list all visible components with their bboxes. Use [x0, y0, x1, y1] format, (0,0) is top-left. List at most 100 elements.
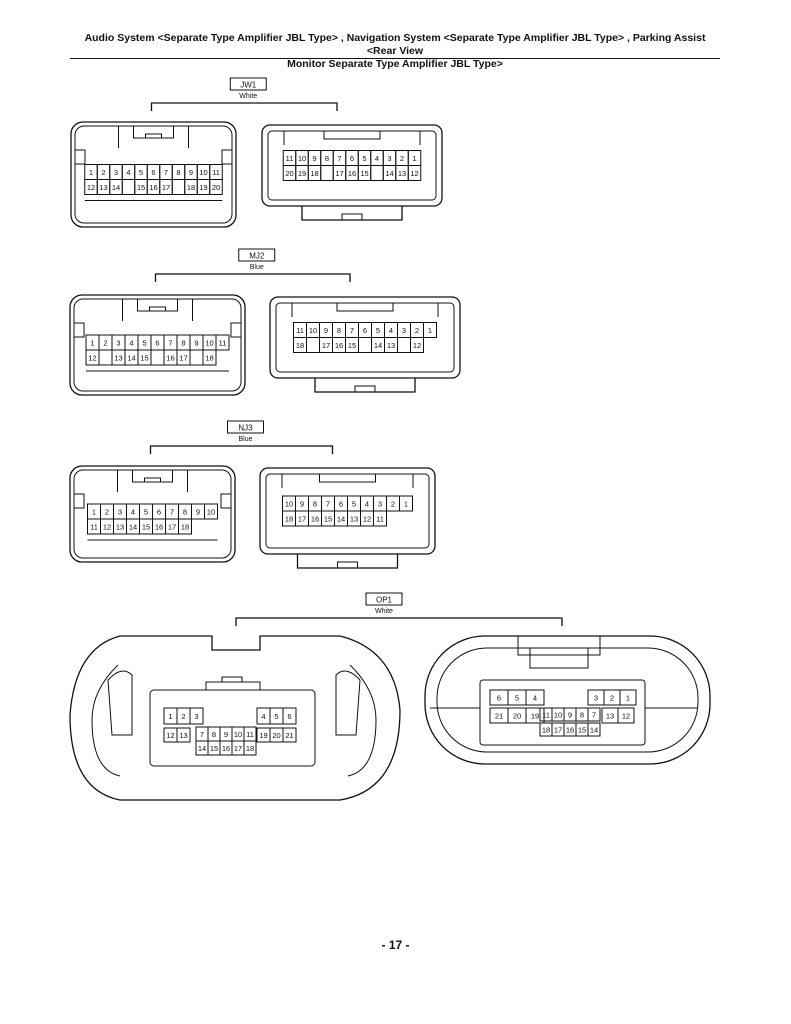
pin-number: 5 [515, 694, 519, 703]
pin-number: 12 [363, 515, 371, 524]
housing-outline [269, 296, 461, 379]
housing-outline [261, 124, 443, 207]
page-number: - 17 - [381, 938, 410, 952]
pin-number: 14 [112, 183, 120, 192]
pin-number: 10 [199, 168, 207, 177]
pin-cell [176, 727, 191, 743]
pin-number: 16 [311, 515, 319, 524]
pin-number: 17 [162, 183, 170, 192]
pin-number: 19 [199, 183, 207, 192]
pin-number: 17 [179, 354, 187, 363]
pin-number: 7 [200, 730, 204, 739]
pin-number: 20 [513, 712, 521, 721]
pin-number: 15 [578, 726, 586, 735]
pin-number: 13 [99, 183, 107, 192]
connector-color: Blue [238, 436, 252, 443]
pin-number: 4 [533, 694, 537, 703]
pin-number: 2 [391, 500, 395, 509]
lock-tab [301, 206, 403, 221]
pin-cell [525, 689, 545, 706]
pin-number: 6 [497, 694, 501, 703]
pin-number: 11 [212, 168, 220, 177]
pin-number: 3 [194, 712, 198, 721]
pin-number: 6 [363, 326, 367, 335]
pin-number: 6 [151, 168, 155, 177]
pin-number: 4 [365, 500, 369, 509]
pin-number: 2 [610, 694, 614, 703]
header-line-2: Monitor Separate Type Amplifier JBL Type… [287, 58, 503, 70]
pin-number: 13 [398, 169, 406, 178]
pin-number: 7 [337, 154, 341, 163]
pin-number: 3 [378, 500, 382, 509]
pin-cell [282, 707, 297, 725]
housing-outline [70, 121, 237, 228]
connector-color: Blue [250, 264, 264, 271]
pin-number: 14 [590, 726, 598, 735]
latch-tab [144, 477, 161, 482]
pin-cell [215, 334, 230, 351]
pin-cell [98, 349, 113, 366]
pin-number: 1 [404, 500, 408, 509]
pin-number: 16 [155, 523, 163, 532]
connector-code: JW1 [240, 81, 257, 90]
pin-number: 11 [542, 711, 550, 720]
pin-number: 8 [181, 339, 185, 348]
pin-number: 14 [337, 515, 345, 524]
pin-number: 16 [348, 169, 356, 178]
pin-number: 6 [287, 712, 291, 721]
guide-rib [283, 131, 421, 145]
pin-cell [358, 337, 372, 353]
pin-number: 8 [212, 730, 216, 739]
pin-cell [121, 179, 136, 195]
pin-cell [202, 349, 217, 366]
pin-number: 10 [285, 500, 293, 509]
housing-outline [69, 465, 236, 563]
pin-number: 18 [181, 523, 189, 532]
pin-number: 7 [592, 711, 596, 720]
header-line-1: Audio System <Separate Type Amplifier JB… [84, 32, 706, 57]
pin-number: 8 [176, 168, 180, 177]
pin-number: 1 [412, 154, 416, 163]
connector-code-box [229, 77, 267, 91]
pin-cell [370, 165, 384, 181]
top-rib [319, 474, 376, 483]
pin-cell [587, 722, 601, 737]
pin-number: 2 [181, 712, 185, 721]
pin-cell [150, 349, 165, 366]
pin-cell [619, 689, 637, 706]
pin-number: 16 [566, 726, 574, 735]
pin-number: 7 [326, 500, 330, 509]
pin-number: 18 [187, 183, 195, 192]
connector-code-box [365, 592, 403, 606]
pin-number: 12 [622, 712, 630, 721]
pin-cell [407, 165, 422, 181]
pin-number: 2 [101, 168, 105, 177]
pin-number: 9 [568, 711, 572, 720]
latch-tab [145, 133, 162, 138]
pin-number: 12 [87, 183, 95, 192]
pin-number: 17 [322, 341, 330, 350]
top-rib [323, 131, 381, 140]
pin-number: 13 [350, 515, 358, 524]
pin-number: 6 [350, 154, 354, 163]
pin-number: 17 [554, 726, 562, 735]
pin-number: 9 [224, 730, 228, 739]
pin-number: 2 [415, 326, 419, 335]
housing-inner [436, 647, 699, 753]
pin-number: 15 [210, 744, 218, 753]
pin-number: 8 [337, 326, 341, 335]
pin-cell [423, 322, 437, 338]
lock-tab [296, 554, 399, 569]
pin-number: 4 [126, 168, 130, 177]
latch [117, 470, 188, 492]
pin-cell [320, 165, 334, 181]
pin-number: 1 [626, 694, 630, 703]
lock-key [337, 561, 358, 569]
pin-cell [306, 337, 320, 353]
pin-number: 15 [360, 169, 368, 178]
